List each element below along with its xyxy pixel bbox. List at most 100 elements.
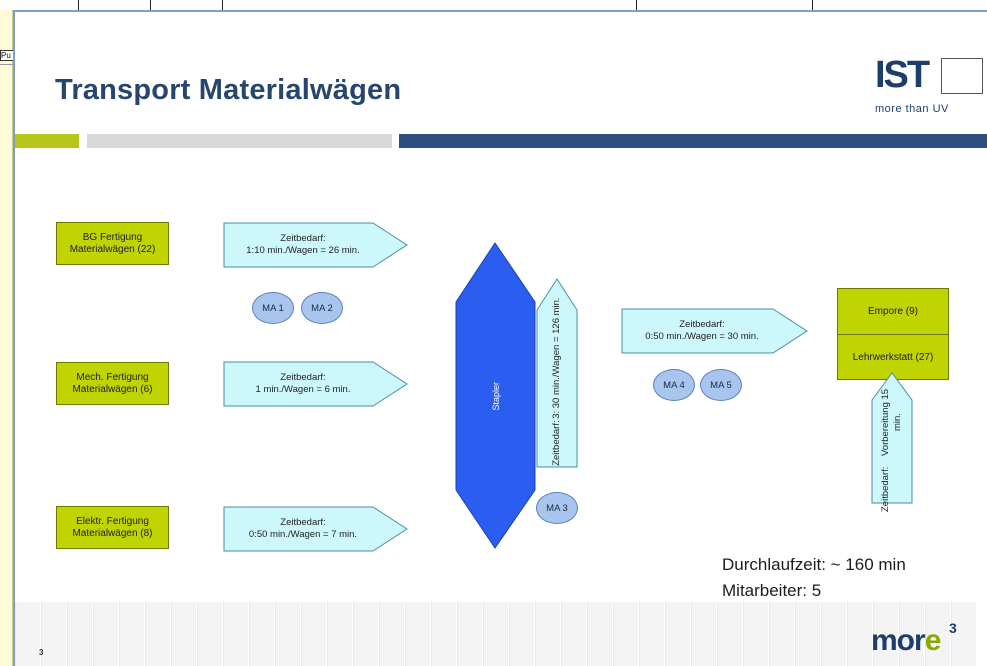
footer-tile	[769, 602, 794, 666]
summary-throughput: Durchlaufzeit: ~ 160 min	[722, 555, 906, 574]
footer-tile	[457, 602, 482, 666]
source-line: Materialwägen (6)	[72, 383, 153, 395]
column-divider	[150, 0, 151, 10]
source-line: Materialwägen (22)	[69, 243, 156, 255]
footer-tile	[67, 602, 92, 666]
spreadsheet-row-strip: Pu	[0, 10, 14, 666]
footer-tile	[431, 602, 456, 666]
footer-tile	[379, 602, 404, 666]
footer-tile	[925, 602, 950, 666]
footer-tile	[795, 602, 820, 666]
ist-logo-text: IST	[875, 54, 930, 96]
footer-tile	[535, 602, 560, 666]
footer-tile	[15, 602, 40, 666]
footer-tile	[717, 602, 742, 666]
stapler-shape	[455, 242, 536, 549]
footer-tile	[899, 602, 924, 666]
worker-ma4: MA 4	[653, 369, 695, 401]
footer-tile	[327, 602, 352, 666]
destination-box: Empore (9) Lehrwerkstatt (27)	[837, 288, 949, 380]
arrow-shape	[223, 506, 408, 552]
footer-tile	[483, 602, 508, 666]
footer-tile	[509, 602, 534, 666]
arrow-line: 1 min./Wagen = 6 min.	[255, 384, 351, 395]
footer-tile	[249, 602, 274, 666]
footer-tile	[223, 602, 248, 666]
footer-tile	[405, 602, 430, 666]
arrow-line: 0:50 min./Wagen = 7 min.	[248, 529, 358, 540]
arrow-shape	[223, 361, 408, 407]
source-line: Materialwägen (8)	[72, 527, 153, 539]
arrow-shape	[621, 308, 808, 354]
column-divider	[636, 0, 637, 10]
arrow-line: Zeitbedarf:	[880, 466, 891, 512]
arrow-shape	[871, 372, 913, 504]
footer-tile	[639, 602, 664, 666]
stapler-node: Stapler	[455, 242, 537, 555]
more3-logo-text: mor	[871, 624, 926, 657]
embedded-slide[interactable]: Transport Materialwägen IST more than UV…	[13, 10, 987, 666]
footer-tile	[587, 602, 612, 666]
ist-logo: IST more than UV	[863, 54, 985, 124]
footer-tile	[145, 602, 170, 666]
footer-tile	[561, 602, 586, 666]
slide-footer	[15, 602, 987, 666]
arrow-shape	[223, 222, 408, 268]
source-line: Mech. Fertigung	[76, 371, 149, 383]
destination-empore: Empore (9)	[867, 306, 918, 317]
footer-tile	[353, 602, 378, 666]
worker-ma1: MA 1	[252, 292, 294, 324]
footer-tile	[821, 602, 846, 666]
arrow-line: Vorbereitung 15 min.	[880, 388, 903, 456]
more3-logo-sup: 3	[949, 620, 957, 636]
row-divider	[0, 64, 13, 65]
worker-ma3: MA 3	[536, 492, 578, 524]
logo-tagline: more than UV	[875, 103, 949, 115]
accent-bar-green	[15, 134, 79, 148]
footer-tile	[301, 602, 326, 666]
footer-tile	[743, 602, 768, 666]
column-divider	[812, 0, 813, 10]
destination-lehrwerkstatt: Lehrwerkstatt (27)	[852, 352, 934, 363]
stapler-label: Stapler	[491, 381, 501, 411]
footer-tile	[93, 602, 118, 666]
accent-bar-navy	[399, 134, 987, 148]
arrow-line: Zeitbedarf:	[551, 419, 562, 466]
footer-tile	[275, 602, 300, 666]
arrow-line: 0:50 min./Wagen = 30 min.	[645, 331, 759, 342]
footer-tile	[847, 602, 872, 666]
column-divider	[78, 0, 79, 10]
footer-tile	[613, 602, 638, 666]
footer-tile	[197, 602, 222, 666]
more3-logo-e: e	[924, 624, 942, 657]
footer-tile	[873, 602, 898, 666]
arrow-line: 1:10 min./Wagen = 26 min.	[246, 245, 360, 256]
source-line: BG Fertigung	[82, 231, 143, 243]
worker-ma2: MA 2	[301, 292, 343, 324]
spreadsheet-column-strip	[0, 0, 987, 10]
arrow-line: Zeitbedarf:	[280, 372, 326, 383]
column-divider	[222, 0, 223, 10]
source-line: Elektr. Fertigung	[76, 515, 149, 527]
destination-divider	[838, 334, 948, 335]
arrow-shape	[536, 278, 578, 468]
worker-ma5: MA 5	[700, 369, 742, 401]
slide-title: Transport Materialwägen	[55, 74, 402, 106]
footer-tile	[691, 602, 716, 666]
accent-bar-gray	[87, 134, 392, 148]
footer-tile	[41, 602, 66, 666]
cell-tag[interactable]: Pu	[0, 50, 14, 61]
footer-tile	[665, 602, 690, 666]
footer-tile	[951, 602, 976, 666]
arrow-line: Zeitbedarf:	[280, 233, 326, 244]
page-number: 3	[39, 648, 44, 657]
footer-tile	[171, 602, 196, 666]
arrow-line: Zeitbedarf:	[280, 517, 326, 528]
arrow-line: Zeitbedarf:	[679, 319, 725, 330]
logo-frame	[941, 58, 983, 94]
footer-tile	[119, 602, 144, 666]
